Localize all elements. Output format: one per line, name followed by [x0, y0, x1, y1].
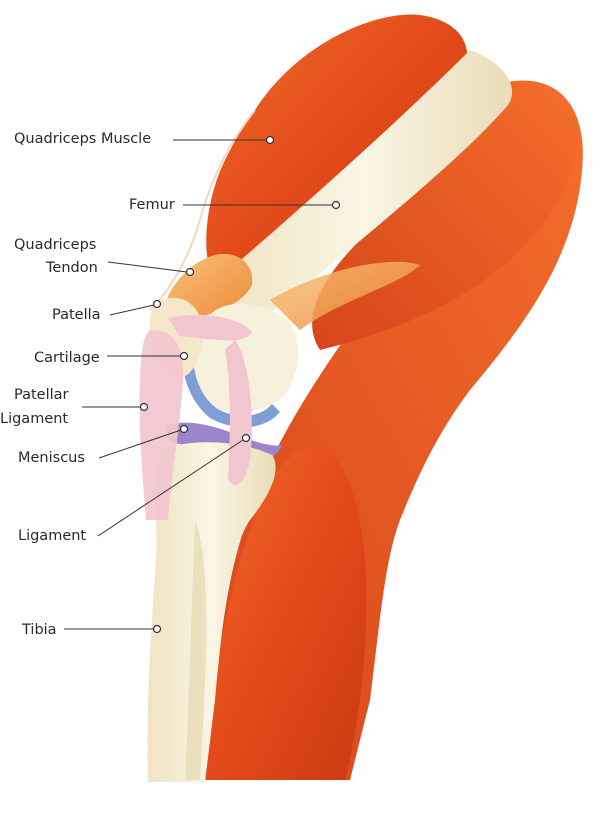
label-cartilage: Cartilage	[34, 350, 189, 366]
cartilage-pin	[179, 351, 189, 361]
ligament-band	[168, 314, 252, 341]
tibia-pin	[152, 624, 162, 634]
ligament-pin	[241, 433, 251, 443]
collateral-ligament-shape	[225, 340, 252, 485]
quadriceps-tendon-label-1: Quadriceps	[14, 237, 96, 253]
patellar-ligament-label-2: Ligament	[0, 411, 68, 427]
cartilage-label: Cartilage	[34, 350, 100, 366]
patella-label: Patella	[52, 307, 101, 323]
femur-label: Femur	[129, 197, 175, 213]
patellar-ligament-label-1: Patellar	[14, 387, 69, 403]
tibia-bone	[147, 442, 276, 782]
patellar-ligament-shape	[139, 330, 184, 520]
leg-outline	[149, 109, 256, 311]
quadriceps-tendon-label-2: Tendon	[45, 260, 98, 276]
calf-muscle	[205, 446, 367, 780]
quadriceps-muscle-label: Quadriceps Muscle	[14, 131, 151, 147]
patellar-ligament-pin	[139, 402, 149, 412]
femur-pin	[331, 200, 341, 210]
meniscus-pin	[179, 424, 189, 434]
label-ligament: Ligament	[18, 433, 251, 544]
ligament-label: Ligament	[18, 528, 86, 544]
quadriceps-tendon-pin	[185, 267, 195, 277]
femur-bone	[215, 50, 513, 324]
quadriceps-muscle	[206, 14, 468, 280]
tibia-shade	[185, 520, 207, 780]
label-quadriceps-tendon: Quadriceps Tendon	[14, 237, 195, 277]
label-tibia: Tibia	[21, 622, 162, 638]
patella-pin	[152, 299, 162, 309]
label-quadriceps-muscle: Quadriceps Muscle	[14, 131, 275, 147]
label-meniscus: Meniscus	[18, 424, 189, 466]
tibia-label: Tibia	[21, 622, 57, 638]
label-patellar-ligament: Patellar Ligament	[0, 387, 149, 427]
quadriceps-muscle-pin	[265, 135, 275, 145]
label-patella: Patella	[52, 299, 162, 323]
oblique-tendon	[270, 261, 420, 330]
label-femur: Femur	[129, 197, 341, 213]
cartilage-layer	[181, 330, 280, 428]
meniscus-label: Meniscus	[18, 450, 85, 466]
